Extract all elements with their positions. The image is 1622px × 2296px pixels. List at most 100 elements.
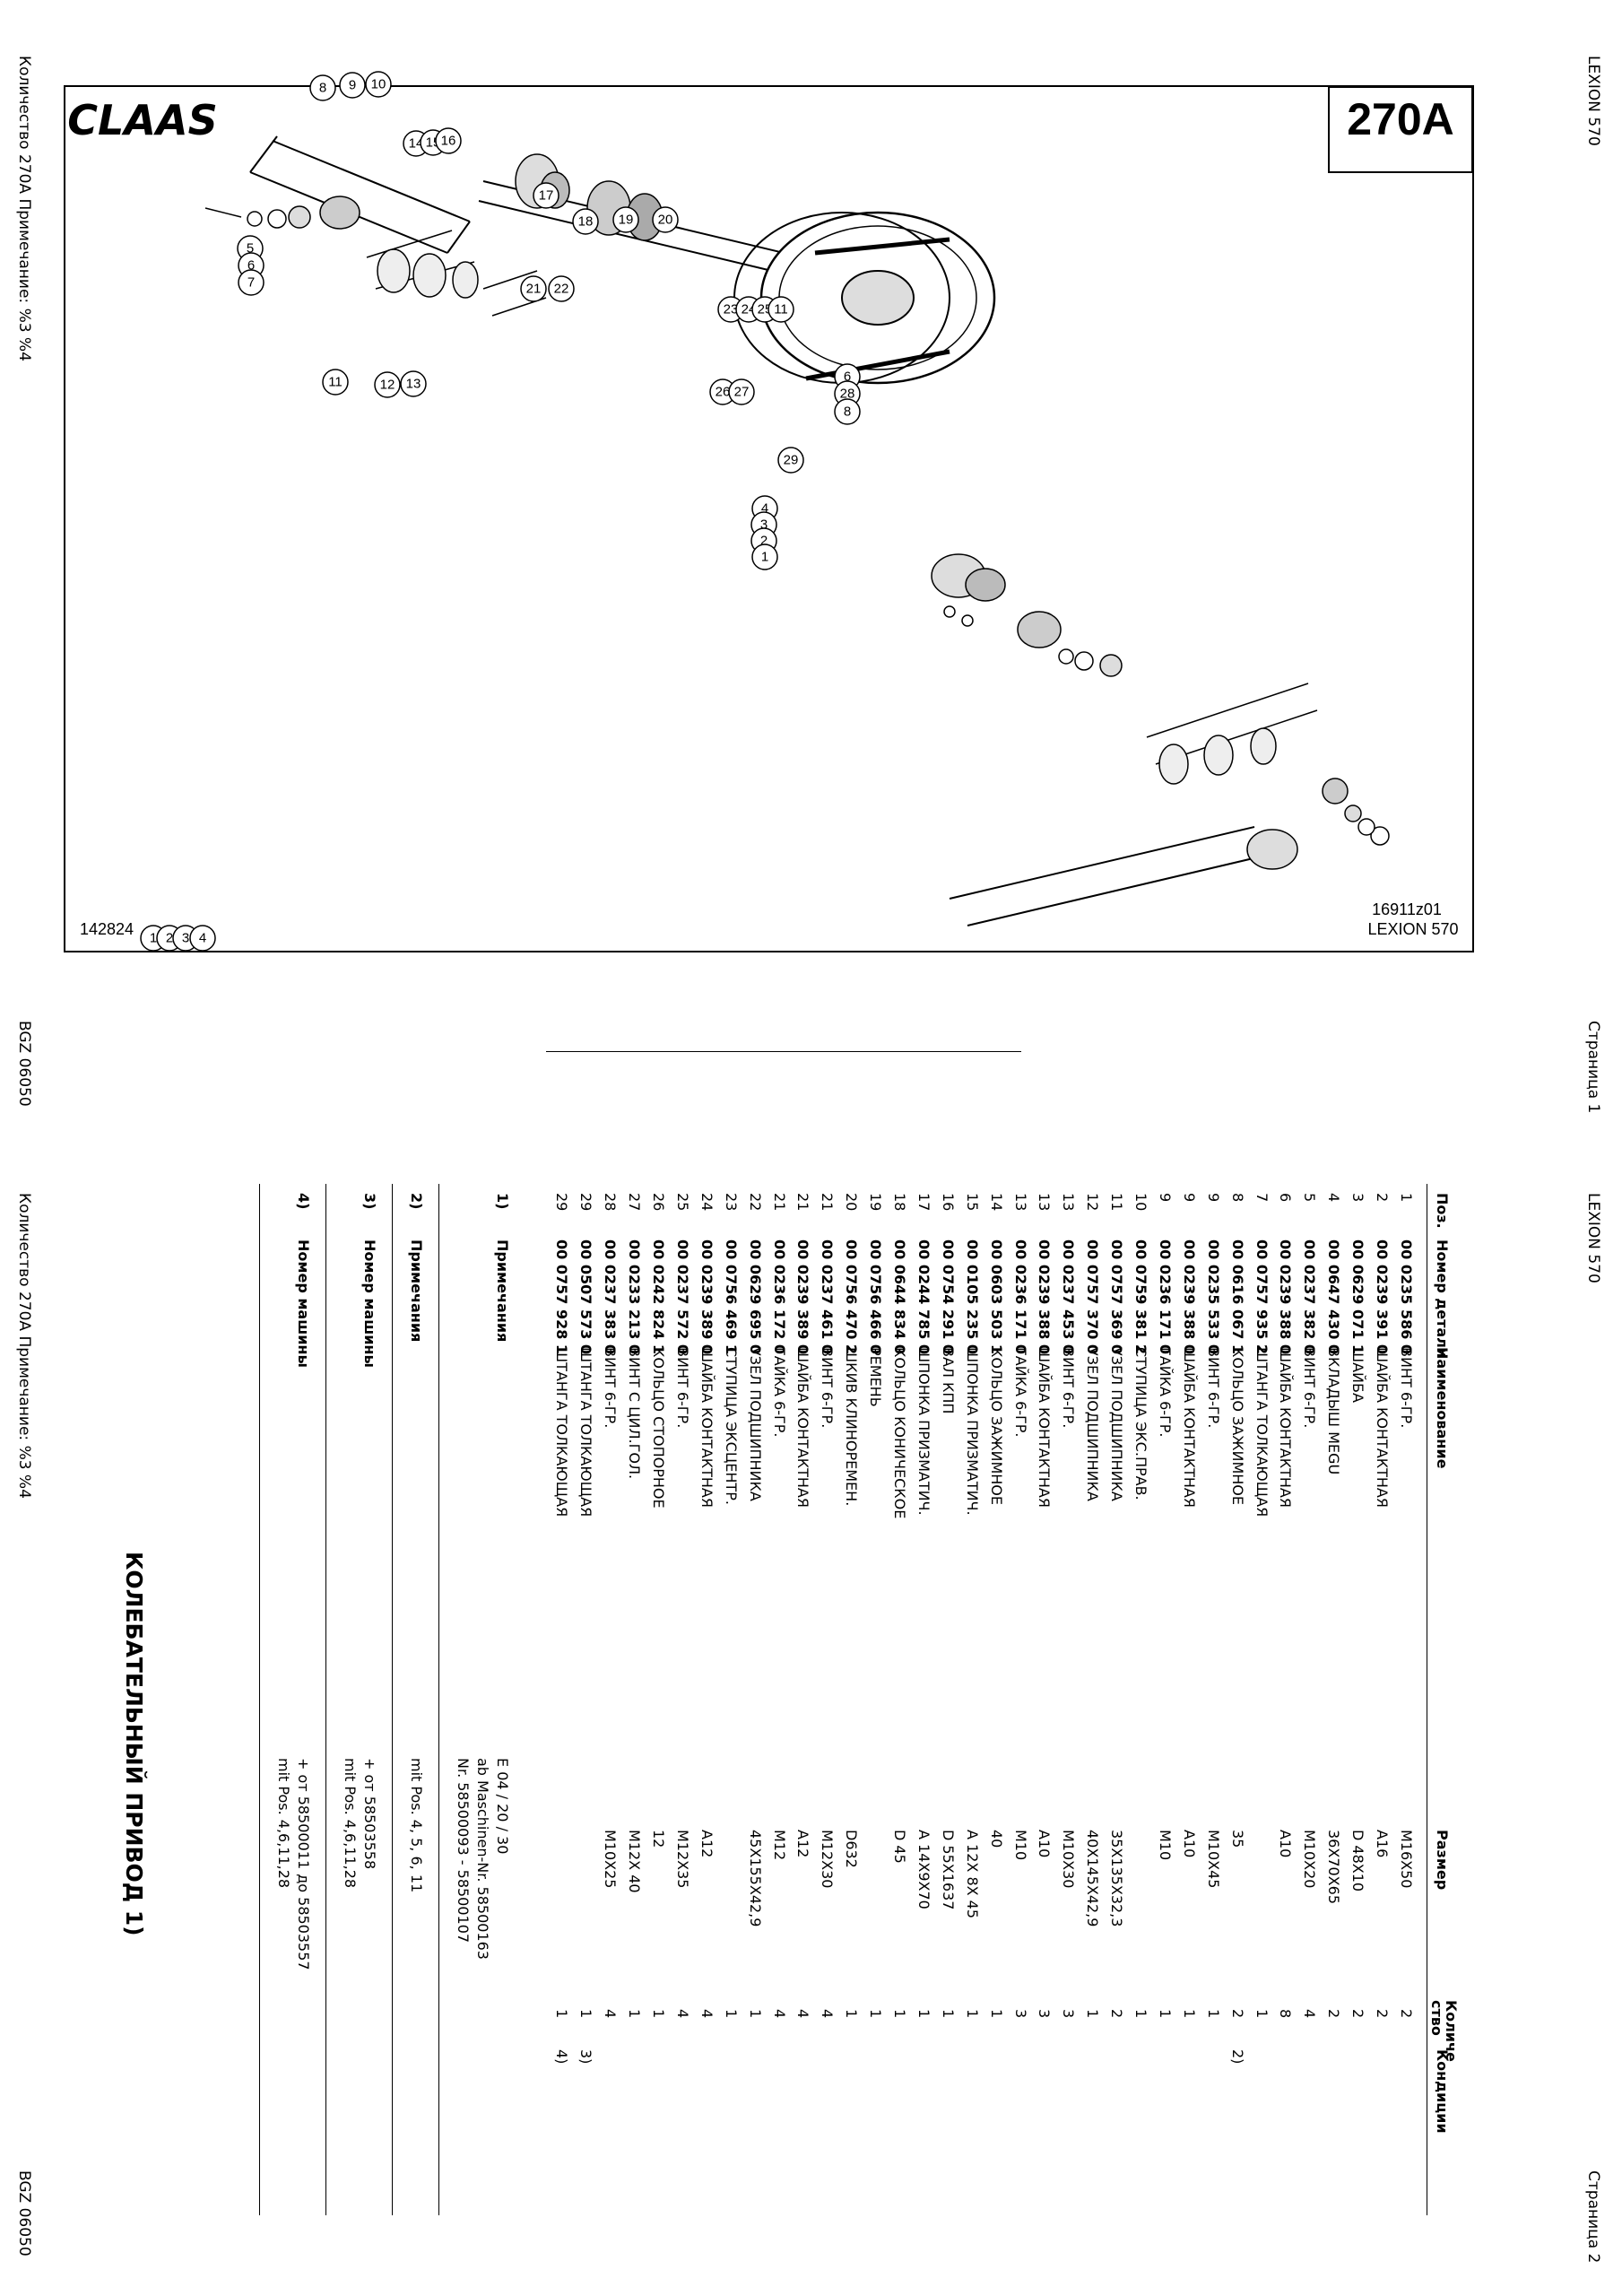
cell-pos: 15 — [963, 1193, 981, 1212]
svg-text:11: 11 — [328, 375, 343, 390]
cell-size: D632 — [843, 1830, 861, 1868]
cell-size: M10 — [1011, 1830, 1029, 1861]
cell-name: СТУПИЦА ЭКС.ПРАВ. — [1132, 1347, 1150, 1500]
svg-text:8: 8 — [844, 404, 851, 420]
svg-text:18: 18 — [578, 214, 594, 230]
cell-qty: 1 — [891, 2009, 909, 2019]
cell-size: 40 — [987, 1830, 1005, 1848]
cell-size: 45X155X42,9 — [746, 1830, 764, 1927]
cell-partno: 00 0233 213 0 — [626, 1239, 644, 1355]
cell-partno: 00 0236 171 0 — [1011, 1239, 1029, 1355]
note-number: 2) — [407, 1193, 425, 1210]
cell-pos: 13 — [1011, 1193, 1029, 1212]
note-rule — [258, 1184, 260, 2215]
cell-qty: 1 — [843, 2009, 861, 2019]
cell-size: A16 — [1374, 1830, 1392, 1858]
svg-text:11: 11 — [774, 302, 788, 317]
cell-name: ШАЙБА КОНТАКТНАЯ — [1036, 1347, 1054, 1508]
note-text: mit Pos. 4, 5, 6, 11 — [407, 1758, 425, 1893]
cell-name: ШТАНГА ТОЛКАЮЩАЯ — [1253, 1347, 1271, 1518]
svg-text:1: 1 — [150, 931, 157, 946]
cell-name: ГАЙКА 6-ГР. — [1157, 1347, 1174, 1438]
claas-logo: CLAAS — [67, 96, 217, 144]
cell-pos: 9 — [1180, 1193, 1198, 1203]
cell-size: A10 — [1180, 1830, 1198, 1858]
cell-pos: 1 — [1398, 1193, 1415, 1203]
cell-size: M10X25 — [602, 1830, 620, 1889]
svg-text:12: 12 — [380, 378, 395, 393]
svg-text:21: 21 — [526, 282, 542, 297]
note-text: + от 58503558 — [360, 1758, 378, 1870]
cell-name: ВИНТ 6-ГР. — [819, 1347, 837, 1429]
cell-partno: 00 0757 369 0 — [1108, 1239, 1126, 1355]
cell-name: ШТАНГА ТОЛКАЮЩАЯ — [553, 1347, 571, 1518]
cell-pos: 2 — [1374, 1193, 1392, 1203]
svg-text:2: 2 — [760, 534, 768, 549]
svg-text:28: 28 — [840, 387, 855, 402]
cell-pos: 14 — [987, 1193, 1005, 1212]
svg-text:3: 3 — [760, 517, 768, 533]
svg-text:13: 13 — [406, 377, 421, 392]
cell-name: ВАЛ КПП — [939, 1347, 957, 1414]
callout-29: 29 — [777, 447, 804, 474]
cell-qty: 4 — [1301, 2009, 1319, 2019]
cell-partno: 00 0105 235 0 — [963, 1239, 981, 1355]
cell-qty: 1 — [577, 2009, 595, 2019]
cell-partno: 00 0239 391 0 — [1374, 1239, 1392, 1355]
svg-text:9: 9 — [349, 78, 356, 93]
cell-name: ВИНТ С ЦИЛ.ГОЛ. — [626, 1347, 644, 1480]
cell-qty: 3 — [1060, 2009, 1078, 2019]
cell-partno: 00 0239 389 0 — [698, 1239, 716, 1355]
cell-qty: 4 — [770, 2009, 788, 2019]
cell-pos: 13 — [1036, 1193, 1054, 1212]
cell-qty: 2 — [1108, 2009, 1126, 2019]
callout-18: 18 — [572, 208, 599, 235]
callout-16: 16 — [435, 127, 462, 154]
cell-qty: 1 — [626, 2009, 644, 2019]
cell-partno: 00 0237 453 0 — [1060, 1239, 1078, 1355]
cell-pos: 23 — [722, 1193, 740, 1212]
cell-name: ШТАНГА ТОЛКАЮЩАЯ — [577, 1347, 595, 1518]
cell-size: M10X20 — [1301, 1830, 1319, 1889]
cell-qty: 1 — [987, 2009, 1005, 2019]
cell-pos: 21 — [770, 1193, 788, 1212]
figure-number: 142824 — [80, 920, 134, 938]
callout-1: 1 — [751, 544, 778, 570]
note-text: ab Maschinen-Nr. 58500163 — [473, 1758, 491, 1960]
cell-qty: 1 — [1157, 2009, 1174, 2019]
callout-7: 7 — [238, 269, 265, 296]
cell-pos: 8 — [1228, 1193, 1246, 1203]
callout-21: 21 — [520, 275, 547, 302]
cell-cond: 4) — [553, 2049, 571, 2065]
cell-partno: 00 0235 533 0 — [1204, 1239, 1222, 1355]
cell-qty: 1 — [722, 2009, 740, 2019]
cell-size: 36X70X65 — [1325, 1830, 1343, 1904]
cell-size: 35X135X32,3 — [1108, 1830, 1126, 1927]
cell-name: ВИНТ 6-ГР. — [1301, 1347, 1319, 1429]
cell-pos: 12 — [1084, 1193, 1102, 1212]
cell-pos: 10 — [1132, 1193, 1150, 1212]
cell-size: A10 — [1036, 1830, 1054, 1858]
cell-qty: 4 — [794, 2009, 812, 2019]
cell-partno: 00 0239 388 0 — [1180, 1239, 1198, 1355]
note-label: Номер машины — [294, 1239, 312, 1368]
callout-8: 8 — [834, 398, 861, 425]
callout-20: 20 — [652, 206, 679, 233]
svg-text:22: 22 — [554, 282, 569, 297]
note-number: 1) — [493, 1193, 511, 1210]
cell-pos: 21 — [819, 1193, 837, 1212]
cell-size: A 12X 8X 45 — [963, 1830, 981, 1919]
cell-partno: 00 0237 572 0 — [674, 1239, 691, 1355]
cell-pos: 11 — [1108, 1193, 1126, 1212]
cell-pos: 3 — [1349, 1193, 1367, 1203]
cell-size: M10X30 — [1060, 1830, 1078, 1889]
cell-qty: 1 — [867, 2009, 885, 2019]
cell-name: ВИНТ 6-ГР. — [602, 1347, 620, 1429]
cell-qty: 1 — [939, 2009, 957, 2019]
cell-name: РЕМЕНЬ — [867, 1347, 885, 1407]
cell-name: ВИНТ 6-ГР. — [1398, 1347, 1415, 1429]
cell-partno: 00 0239 388 0 — [1036, 1239, 1054, 1355]
svg-text:19: 19 — [619, 213, 634, 228]
cell-pos: 18 — [891, 1193, 909, 1212]
svg-text:7: 7 — [247, 275, 255, 291]
